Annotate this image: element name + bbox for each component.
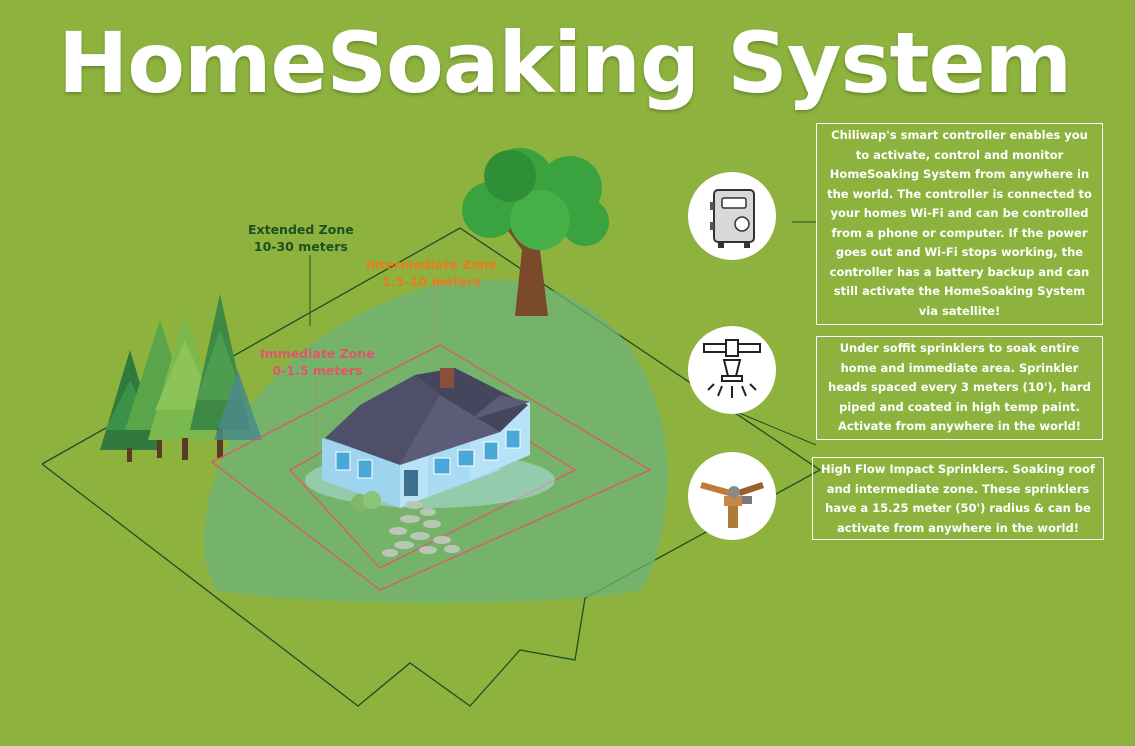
intermediate-zone-label: Intermediate Zone 1.5-10 meters	[366, 256, 497, 290]
extended-zone-range: 10-30 meters	[253, 239, 348, 254]
info-box-impact: High Flow Impact Sprinklers. Soaking roo…	[812, 457, 1104, 540]
impact-sprinkler-icon	[688, 452, 776, 540]
extended-zone-boundary	[41, 227, 822, 707]
immediate-zone-name: Immediate Zone	[260, 346, 375, 361]
intermediate-zone-range: 1.5-10 meters	[382, 274, 481, 289]
house	[305, 368, 555, 512]
immediate-zone-range: 0-1.5 meters	[272, 363, 363, 378]
connector-soffit	[731, 409, 817, 446]
intermediate-zone-name: Intermediate Zone	[366, 257, 498, 272]
immediate-zone-label: Immediate Zone 0-1.5 meters	[260, 345, 375, 379]
soffit-description: Under soffit sprinklers to soak entire h…	[828, 341, 1091, 433]
extended-zone-label: Extended Zone 10-30 meters	[248, 221, 354, 255]
oak-tree	[462, 148, 609, 316]
intermediate-zone-outline	[210, 344, 652, 591]
soffit-sprinkler-icon	[688, 326, 776, 414]
smart-controller-icon	[688, 172, 776, 260]
impact-description: High Flow Impact Sprinklers. Soaking roo…	[821, 462, 1095, 535]
stone-path	[382, 501, 460, 557]
info-box-controller: Chiliwap's smart controller enables you …	[816, 123, 1103, 325]
pine-trees	[100, 294, 262, 462]
info-box-soffit: Under soffit sprinklers to soak entire h…	[816, 336, 1103, 440]
controller-description: Chiliwap's smart controller enables you …	[827, 128, 1092, 318]
page-title: HomeSoaking System	[58, 14, 1072, 112]
extended-zone-name: Extended Zone	[248, 222, 354, 237]
